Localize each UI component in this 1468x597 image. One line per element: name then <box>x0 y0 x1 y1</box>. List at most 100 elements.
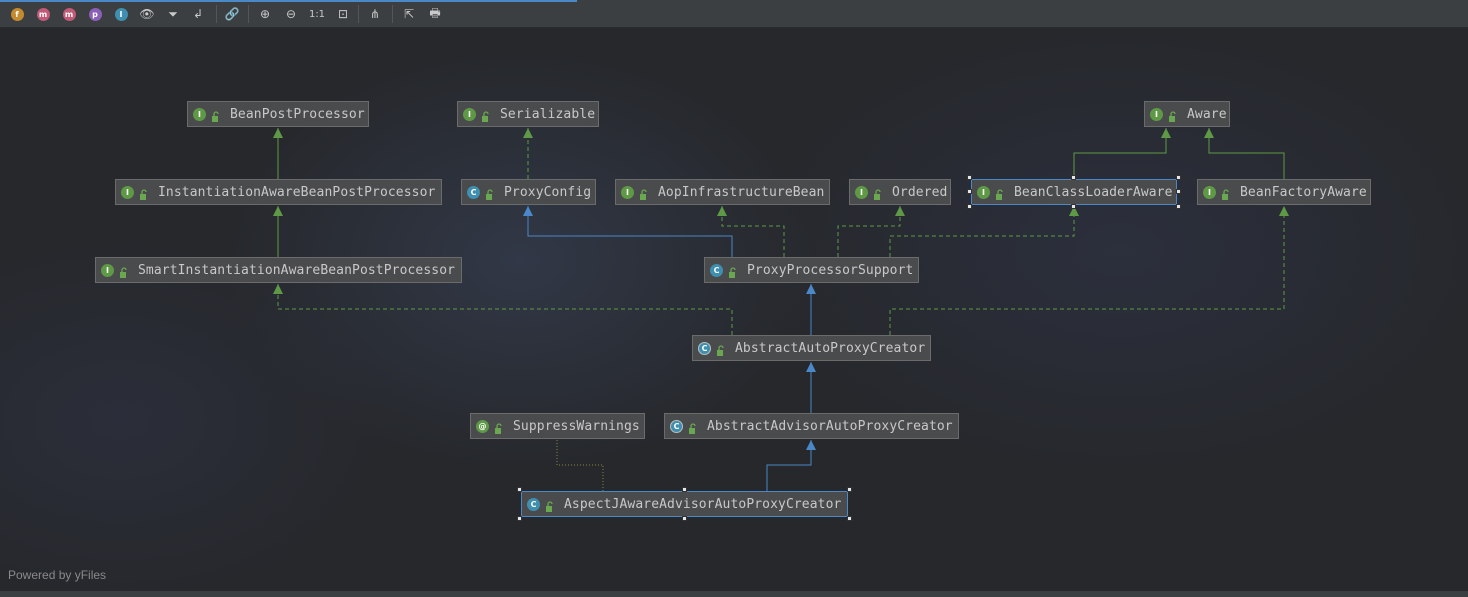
selection-handle[interactable] <box>967 175 972 180</box>
abstract-icon: C <box>698 341 711 355</box>
class-node-label: AbstractAdvisorAutoProxyCreator <box>707 418 953 434</box>
annotation-icon: @ <box>476 419 489 433</box>
toolbar-separator <box>392 5 393 23</box>
class-node-label: BeanPostProcessor <box>230 106 365 122</box>
class-node-proxy-processor-support[interactable]: C ProxyProcessorSupport <box>704 257 919 283</box>
public-visibility-icon <box>210 108 222 122</box>
edge-extends <box>527 206 733 257</box>
layout-icon[interactable]: ⋔ <box>369 7 381 21</box>
class-node-label: InstantiationAwareBeanPostProcessor <box>158 184 436 200</box>
class-node-label: Aware <box>1187 106 1227 122</box>
edge-extends <box>766 440 812 491</box>
class-icon: C <box>527 497 540 511</box>
interface-icon: I <box>1150 107 1163 121</box>
selection-handle[interactable] <box>1071 175 1076 180</box>
selection-handle[interactable] <box>847 516 852 521</box>
selection-handle[interactable] <box>967 189 972 194</box>
selection-handle[interactable] <box>517 516 522 521</box>
fields-filter-icon[interactable]: f <box>6 3 28 25</box>
print-icon[interactable]: 🖶 <box>429 5 441 20</box>
selection-handle[interactable] <box>967 204 972 209</box>
edge-implements <box>837 206 901 257</box>
class-node-suppress-warnings[interactable]: @ SuppressWarnings <box>470 413 645 439</box>
edge-arrowhead <box>273 128 283 138</box>
edge-routing-icon[interactable]: ↲ <box>192 7 204 21</box>
public-visibility-icon <box>727 264 739 278</box>
class-node-serializable[interactable]: I Serializable <box>457 101 599 127</box>
fit-content-icon[interactable]: ⊡ <box>337 7 349 21</box>
class-node-bean-post-processor[interactable]: I BeanPostProcessor <box>187 101 369 127</box>
class-node-label: SmartInstantiationAwareBeanPostProcessor <box>138 262 456 278</box>
selection-handle[interactable] <box>847 487 852 492</box>
class-icon: C <box>710 263 723 277</box>
edge-implements <box>721 206 785 257</box>
class-node-label: ProxyProcessorSupport <box>747 262 914 278</box>
public-visibility-icon <box>138 186 150 200</box>
zoom-in-icon[interactable]: ⊕ <box>259 7 271 21</box>
toolbar-separator <box>216 5 217 23</box>
class-node-label: Serializable <box>500 106 596 122</box>
toolbar-separator <box>358 5 359 23</box>
class-node-label: ProxyConfig <box>504 184 592 200</box>
class-node-smart-instantiation-aware-bean-post-processor[interactable]: I SmartInstantiationAwareBeanPostProcesso… <box>95 257 462 283</box>
interface-icon: I <box>463 107 476 121</box>
selection-handle[interactable] <box>1176 204 1181 209</box>
edge-implements <box>277 284 733 335</box>
public-visibility-icon <box>687 420 699 434</box>
selection-handle[interactable] <box>681 487 687 492</box>
class-node-proxy-config[interactable]: C ProxyConfig <box>461 179 596 205</box>
interface-icon: I <box>101 263 114 277</box>
edge-arrowhead <box>806 284 816 294</box>
public-visibility-icon <box>493 420 505 434</box>
class-node-aware[interactable]: I Aware <box>1144 101 1230 127</box>
methods-filter-icon[interactable]: m <box>58 3 80 25</box>
class-node-label: SuppressWarnings <box>513 418 640 434</box>
public-visibility-icon <box>484 186 496 200</box>
edge-extends <box>1073 128 1167 179</box>
class-node-ordered[interactable]: I Ordered <box>849 179 951 205</box>
class-node-label: BeanClassLoaderAware <box>1014 184 1173 200</box>
constructors-filter-icon[interactable]: m <box>32 3 54 25</box>
inner-classes-filter-icon[interactable]: I <box>110 3 132 25</box>
public-visibility-icon <box>1167 108 1179 122</box>
link-icon[interactable]: 🔗 <box>224 7 240 21</box>
class-node-label: BeanFactoryAware <box>1240 184 1367 200</box>
zoom-out-icon[interactable]: ⊖ <box>285 7 297 21</box>
edge-arrowhead <box>806 440 816 450</box>
class-icon: C <box>467 185 480 199</box>
selection-handle[interactable] <box>517 487 522 492</box>
interface-icon: I <box>855 185 868 199</box>
edge-implements <box>889 206 1285 335</box>
class-node-abstract-auto-proxy-creator[interactable]: C AbstractAutoProxyCreator <box>692 335 931 361</box>
selection-handle[interactable] <box>1071 204 1076 209</box>
abstract-icon: C <box>670 419 683 433</box>
selection-handle[interactable] <box>681 516 687 521</box>
selection-handle[interactable] <box>1176 175 1181 180</box>
export-icon[interactable]: ⇱ <box>403 7 415 21</box>
filter-icon[interactable]: ⏷ <box>168 6 178 21</box>
toolbar-accent <box>0 0 577 2</box>
class-node-abstract-advisor-auto-proxy-creator[interactable]: C AbstractAdvisorAutoProxyCreator <box>664 413 959 439</box>
edge-arrowhead <box>273 206 283 216</box>
properties-filter-icon[interactable]: p <box>84 3 106 25</box>
eye-icon[interactable]: 👁 <box>139 7 155 21</box>
toolbar-separator <box>248 5 249 23</box>
public-visibility-icon <box>1220 186 1232 200</box>
class-node-label: AbstractAutoProxyCreator <box>735 340 926 356</box>
interface-icon: I <box>193 107 206 121</box>
public-visibility-icon <box>480 108 492 122</box>
public-visibility-icon <box>544 498 556 512</box>
selection-handle[interactable] <box>1176 189 1181 194</box>
edge-arrowhead <box>806 362 816 372</box>
edge-implements <box>889 206 1075 257</box>
class-node-label: Ordered <box>892 184 948 200</box>
actual-size-icon[interactable]: 1:1 <box>308 8 326 20</box>
class-node-label: AopInfrastructureBean <box>658 184 825 200</box>
